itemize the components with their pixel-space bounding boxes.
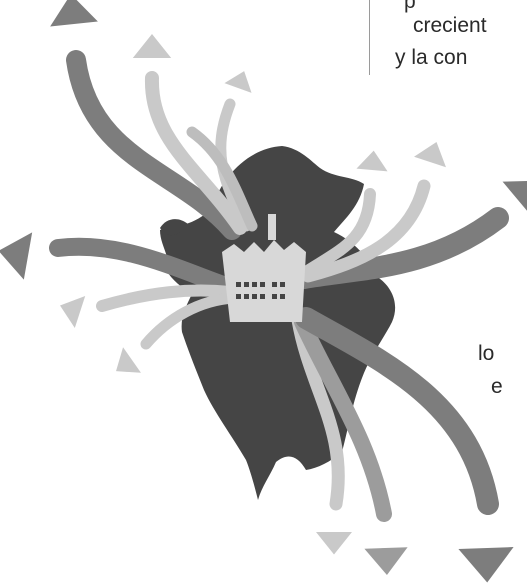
body-text-line: e xyxy=(491,374,503,400)
body-text-line: crecient xyxy=(413,13,487,39)
body-text-line: y la con xyxy=(395,45,467,71)
body-text-line: lo xyxy=(478,341,494,367)
column-divider xyxy=(369,0,370,75)
